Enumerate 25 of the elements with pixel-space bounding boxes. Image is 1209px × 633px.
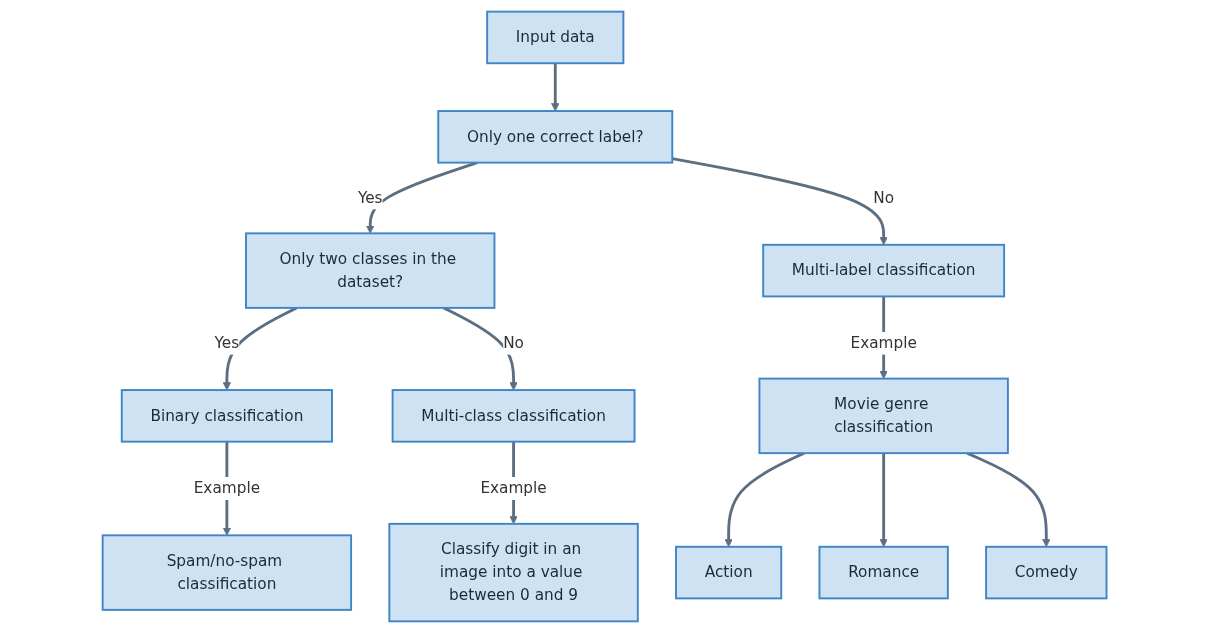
node-box: Only two classes in the dataset?: [244, 232, 496, 309]
edge-label: Yes: [214, 333, 240, 352]
edge-label: Example: [850, 333, 917, 352]
arrow: [879, 453, 888, 548]
node-box: Multi-class classification: [391, 389, 636, 443]
node-box: Action: [675, 545, 783, 600]
arrow: [671, 157, 888, 246]
node-box: Romance: [818, 545, 949, 600]
edge-label: Example: [480, 478, 547, 498]
node-box: Classify digit in an image into a value between 0 and 9: [388, 522, 639, 623]
arrow: [365, 161, 478, 234]
node-box: Only one correct label?: [437, 110, 674, 164]
node-box: Binary classification: [120, 389, 333, 443]
edge-label: No: [873, 188, 894, 207]
node-box: Spam/no-spam classification: [101, 534, 352, 611]
node-box: Movie genre classification: [758, 377, 1009, 455]
node-box: Comedy: [985, 545, 1108, 600]
edge-label: Yes: [357, 188, 383, 207]
node-box: Multi-label classification: [762, 243, 1005, 298]
arrow: [443, 306, 518, 391]
edge-label: Example: [193, 478, 260, 498]
edge-label: No: [503, 333, 524, 352]
node-box: Input data: [486, 10, 625, 65]
arrow: [551, 63, 560, 112]
arrow: [222, 306, 298, 391]
